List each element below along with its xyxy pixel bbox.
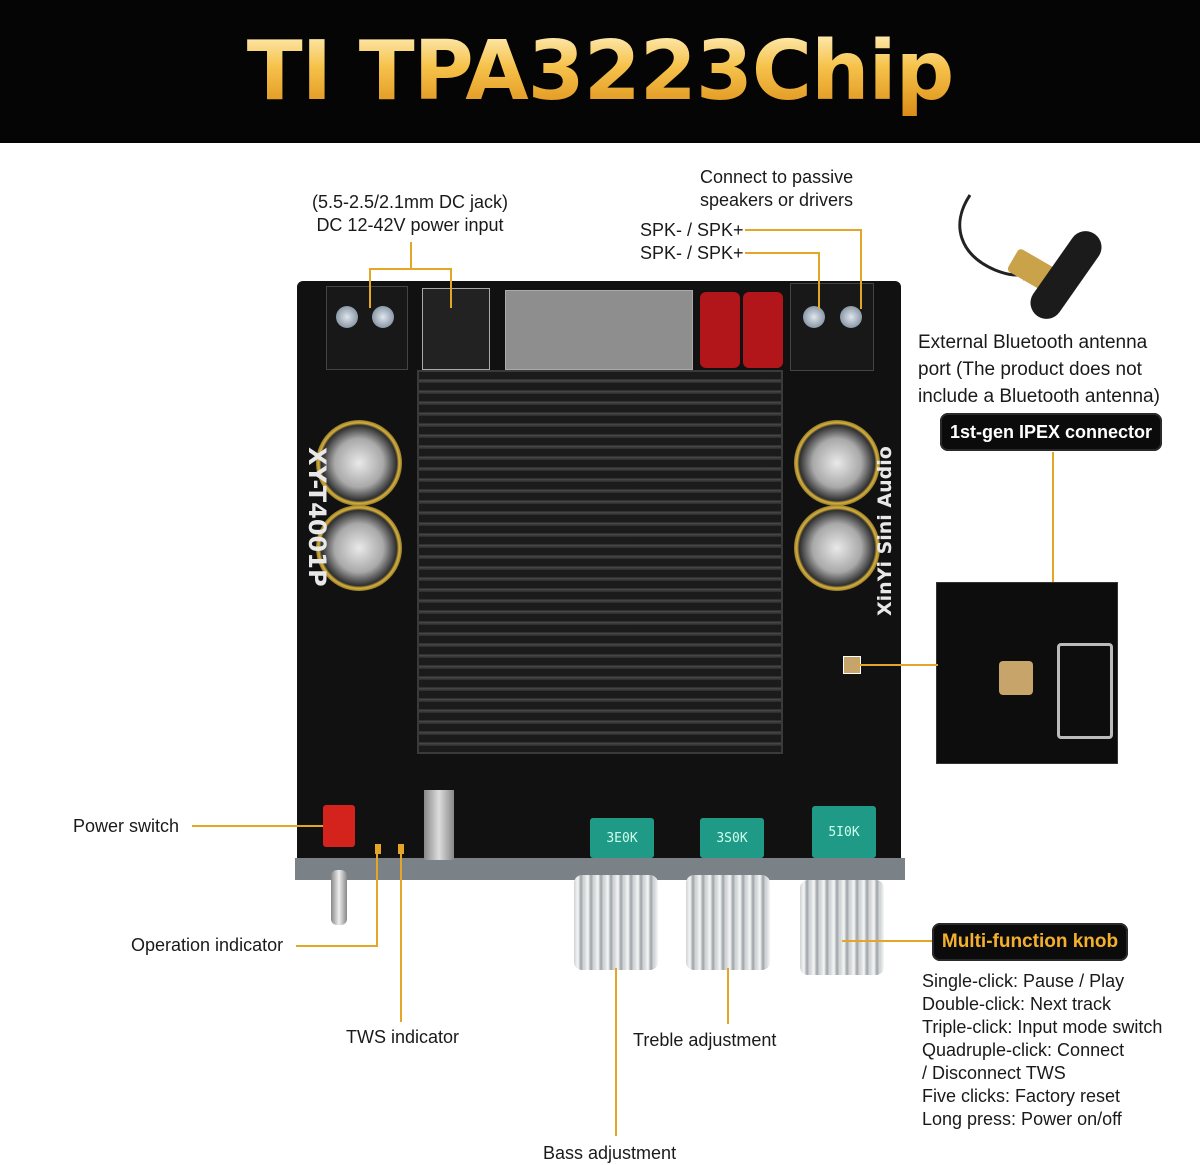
leader-line — [1052, 452, 1054, 582]
electrolytic-capacitor — [794, 505, 880, 591]
bass-knob[interactable] — [574, 875, 658, 970]
leader-line — [858, 664, 938, 666]
dc-jack-label: (5.5-2.5/2.1mm DC jack) DC 12-42V power … — [300, 191, 520, 237]
heatsink — [417, 370, 783, 754]
leader-line — [376, 852, 378, 946]
power-switch[interactable] — [323, 805, 355, 847]
knob-function-item: Triple-click: Input mode switch — [922, 1017, 1163, 1037]
multi-function-knob-badge: Multi-function knob — [932, 923, 1128, 961]
bass-adjustment-label: Bass adjustment — [543, 1143, 677, 1163]
power-switch-label: Power switch — [73, 816, 180, 836]
multi-function-potentiometer: 5I0K — [812, 806, 876, 858]
knob-function-item: Single-click: Pause / Play — [922, 971, 1125, 991]
leader-line — [615, 968, 617, 1136]
dc-jack-label-line2: DC 12-42V power input — [316, 215, 504, 235]
ipex-connector-badge: 1st-gen IPEX connector — [940, 413, 1162, 451]
leader-line — [727, 968, 729, 1024]
speaker-connect-label: Connect to passive speakers or drivers — [700, 166, 853, 212]
speaker-connect-line2: speakers or drivers — [700, 190, 854, 210]
electrolytic-capacitor — [316, 420, 402, 506]
leader-line — [745, 229, 862, 231]
knob-function-list: Single-click: Pause / Play Double-click:… — [922, 970, 1162, 1131]
leader-line — [745, 252, 820, 254]
knob-function-item: Long press: Power on/off — [922, 1109, 1122, 1129]
operation-led — [375, 844, 381, 854]
dc-terminal-block — [326, 286, 408, 370]
leader-line — [369, 268, 371, 308]
leader-line — [369, 268, 451, 270]
leader-line — [400, 852, 402, 1022]
bass-potentiometer: 3E0K — [590, 818, 654, 858]
pcb-antenna-icon — [1057, 643, 1113, 739]
page-title: TI TPA3223Chip — [246, 24, 955, 119]
screw-icon — [803, 306, 825, 328]
ipex-connector-icon — [999, 661, 1033, 695]
treble-adjustment-label: Treble adjustment — [633, 1030, 777, 1050]
dc-jack-label-line1: (5.5-2.5/2.1mm DC jack) — [311, 192, 509, 212]
treble-knob[interactable] — [686, 875, 770, 970]
electrolytic-capacitor — [794, 420, 880, 506]
usb-port — [424, 790, 454, 860]
leader-line — [450, 268, 452, 308]
antenna-label: External Bluetooth antenna port (The pro… — [918, 329, 1160, 410]
antenna-label-line2: port (The product does not — [918, 359, 1142, 380]
screw-icon — [372, 306, 394, 328]
screw-icon — [840, 306, 862, 328]
antenna-label-line1: External Bluetooth antenna — [918, 332, 1148, 353]
spk-label-2: SPK- / SPK+ — [640, 243, 744, 263]
film-capacitor — [743, 292, 783, 368]
tws-led — [398, 844, 404, 854]
leader-line — [192, 825, 323, 827]
title-banner: TI TPA3223Chip — [0, 0, 1200, 143]
speaker-connect-line1: Connect to passive — [700, 167, 854, 187]
operation-indicator-label: Operation indicator — [131, 935, 284, 955]
tws-indicator-label: TWS indicator — [346, 1027, 460, 1047]
antenna-label-line3: include a Bluetooth antenna) — [918, 386, 1160, 407]
leader-line — [818, 252, 820, 309]
knob-function-item: Five clicks: Factory reset — [922, 1086, 1121, 1106]
bluetooth-antenna-icon — [958, 194, 1102, 319]
front-panel-plate — [295, 858, 905, 880]
dc-jack — [422, 288, 490, 370]
leader-line — [842, 940, 932, 942]
spk-label-1: SPK- / SPK+ — [640, 220, 744, 240]
knob-function-item: Quadruple-click: Connect — [922, 1040, 1125, 1060]
treble-potentiometer: 3S0K — [700, 818, 764, 858]
film-capacitor — [700, 292, 740, 368]
leader-line — [296, 945, 378, 947]
electrolytic-capacitor — [316, 505, 402, 591]
board-brand: XinYi Sini Audio — [874, 446, 896, 616]
knob-function-item: / Disconnect TWS — [922, 1063, 1066, 1083]
leader-line — [860, 229, 862, 309]
knob-function-item: Double-click: Next track — [922, 994, 1112, 1014]
power-toggle-lever[interactable] — [331, 870, 347, 925]
screw-icon — [336, 306, 358, 328]
multi-function-knob[interactable] — [800, 880, 884, 975]
board-model: XY-T4001P — [303, 447, 331, 587]
relay-bank — [505, 290, 693, 370]
leader-line — [410, 242, 412, 268]
ipex-connector-zoom — [936, 582, 1118, 764]
